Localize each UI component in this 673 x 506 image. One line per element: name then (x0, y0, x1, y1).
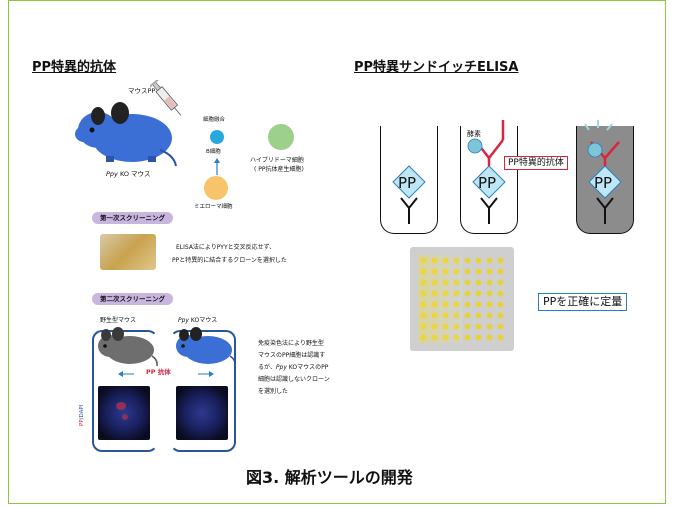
pp-diamond-1 (392, 165, 426, 199)
figure-frame (8, 0, 666, 504)
ko-mouse-panel (170, 330, 236, 452)
screening1-plate-image (100, 234, 156, 270)
antibody-label-box: PP特異的抗体 (504, 156, 568, 170)
left-heading: PP特異的抗体 (32, 60, 117, 75)
hybridoma-label-1: ハイブリドーマ細胞 (250, 157, 304, 164)
fusion-label: 細胞融合 (203, 117, 226, 123)
screening1-text-2: PPと特異的に結合するクローンを選択した (172, 257, 287, 264)
pp-label-2: PP (478, 174, 497, 192)
quantify-label: PPを正確に定量 (538, 293, 628, 311)
b-cell-icon (210, 130, 224, 144)
screening2-text: 免疫染色法により野生型 マウスのPP細胞は認識す るが、Ppy KOマウスのPP… (258, 340, 330, 395)
screening1-text-1: ELISA法によりPYYと交叉反応せず、 (176, 244, 276, 251)
elisa-tube-1 (380, 126, 438, 234)
elisa-tube-2 (460, 126, 518, 234)
antibody-arrow-label: PP 抗体 (146, 368, 171, 376)
stain-label: PP/DAPI (79, 404, 85, 426)
hybridoma-label-2: ( PP抗体産生細胞) (254, 166, 304, 173)
elisa-diagram (392, 120, 622, 224)
b-cell-label: B細胞 (206, 149, 221, 155)
antibody-arrows (118, 371, 214, 377)
syringe-label: マウスPP (128, 87, 156, 95)
ko-stain-image (176, 386, 228, 440)
myeloma-label: ミエローマ細胞 (194, 204, 233, 210)
ko-mouse-small-illustration (176, 327, 236, 367)
capture-antibody-1 (400, 197, 418, 224)
ko-mouse-label: Ppy KO マウス (106, 170, 151, 178)
pp-label-1: PP (398, 174, 417, 192)
right-heading: PP特異サンドイッチELISA (354, 60, 519, 75)
elisa-plate-image (410, 247, 514, 351)
enzyme-label: 酵素 (467, 130, 481, 138)
wild-mouse-illustration (98, 327, 158, 367)
screening2-pill: 第二次スクリーニング (92, 293, 173, 305)
hybridoma-icon (268, 124, 294, 150)
myeloma-icon (204, 176, 228, 200)
wild-stain-image (98, 386, 150, 440)
ko-mouse-illustration (75, 102, 177, 167)
arrow-up-icon (214, 158, 220, 175)
syringe-icon (150, 80, 182, 116)
wild-mouse-label: 野生型マウス (100, 317, 137, 324)
pp-label-3: PP (594, 174, 613, 192)
ko-panel-label: Ppy KOマウス (178, 317, 218, 324)
screening1-pill: 第一次スクリーニング (92, 212, 173, 224)
figure-caption: 図3. 解析ツールの開発 (246, 468, 413, 487)
wild-mouse-panel (92, 330, 158, 452)
